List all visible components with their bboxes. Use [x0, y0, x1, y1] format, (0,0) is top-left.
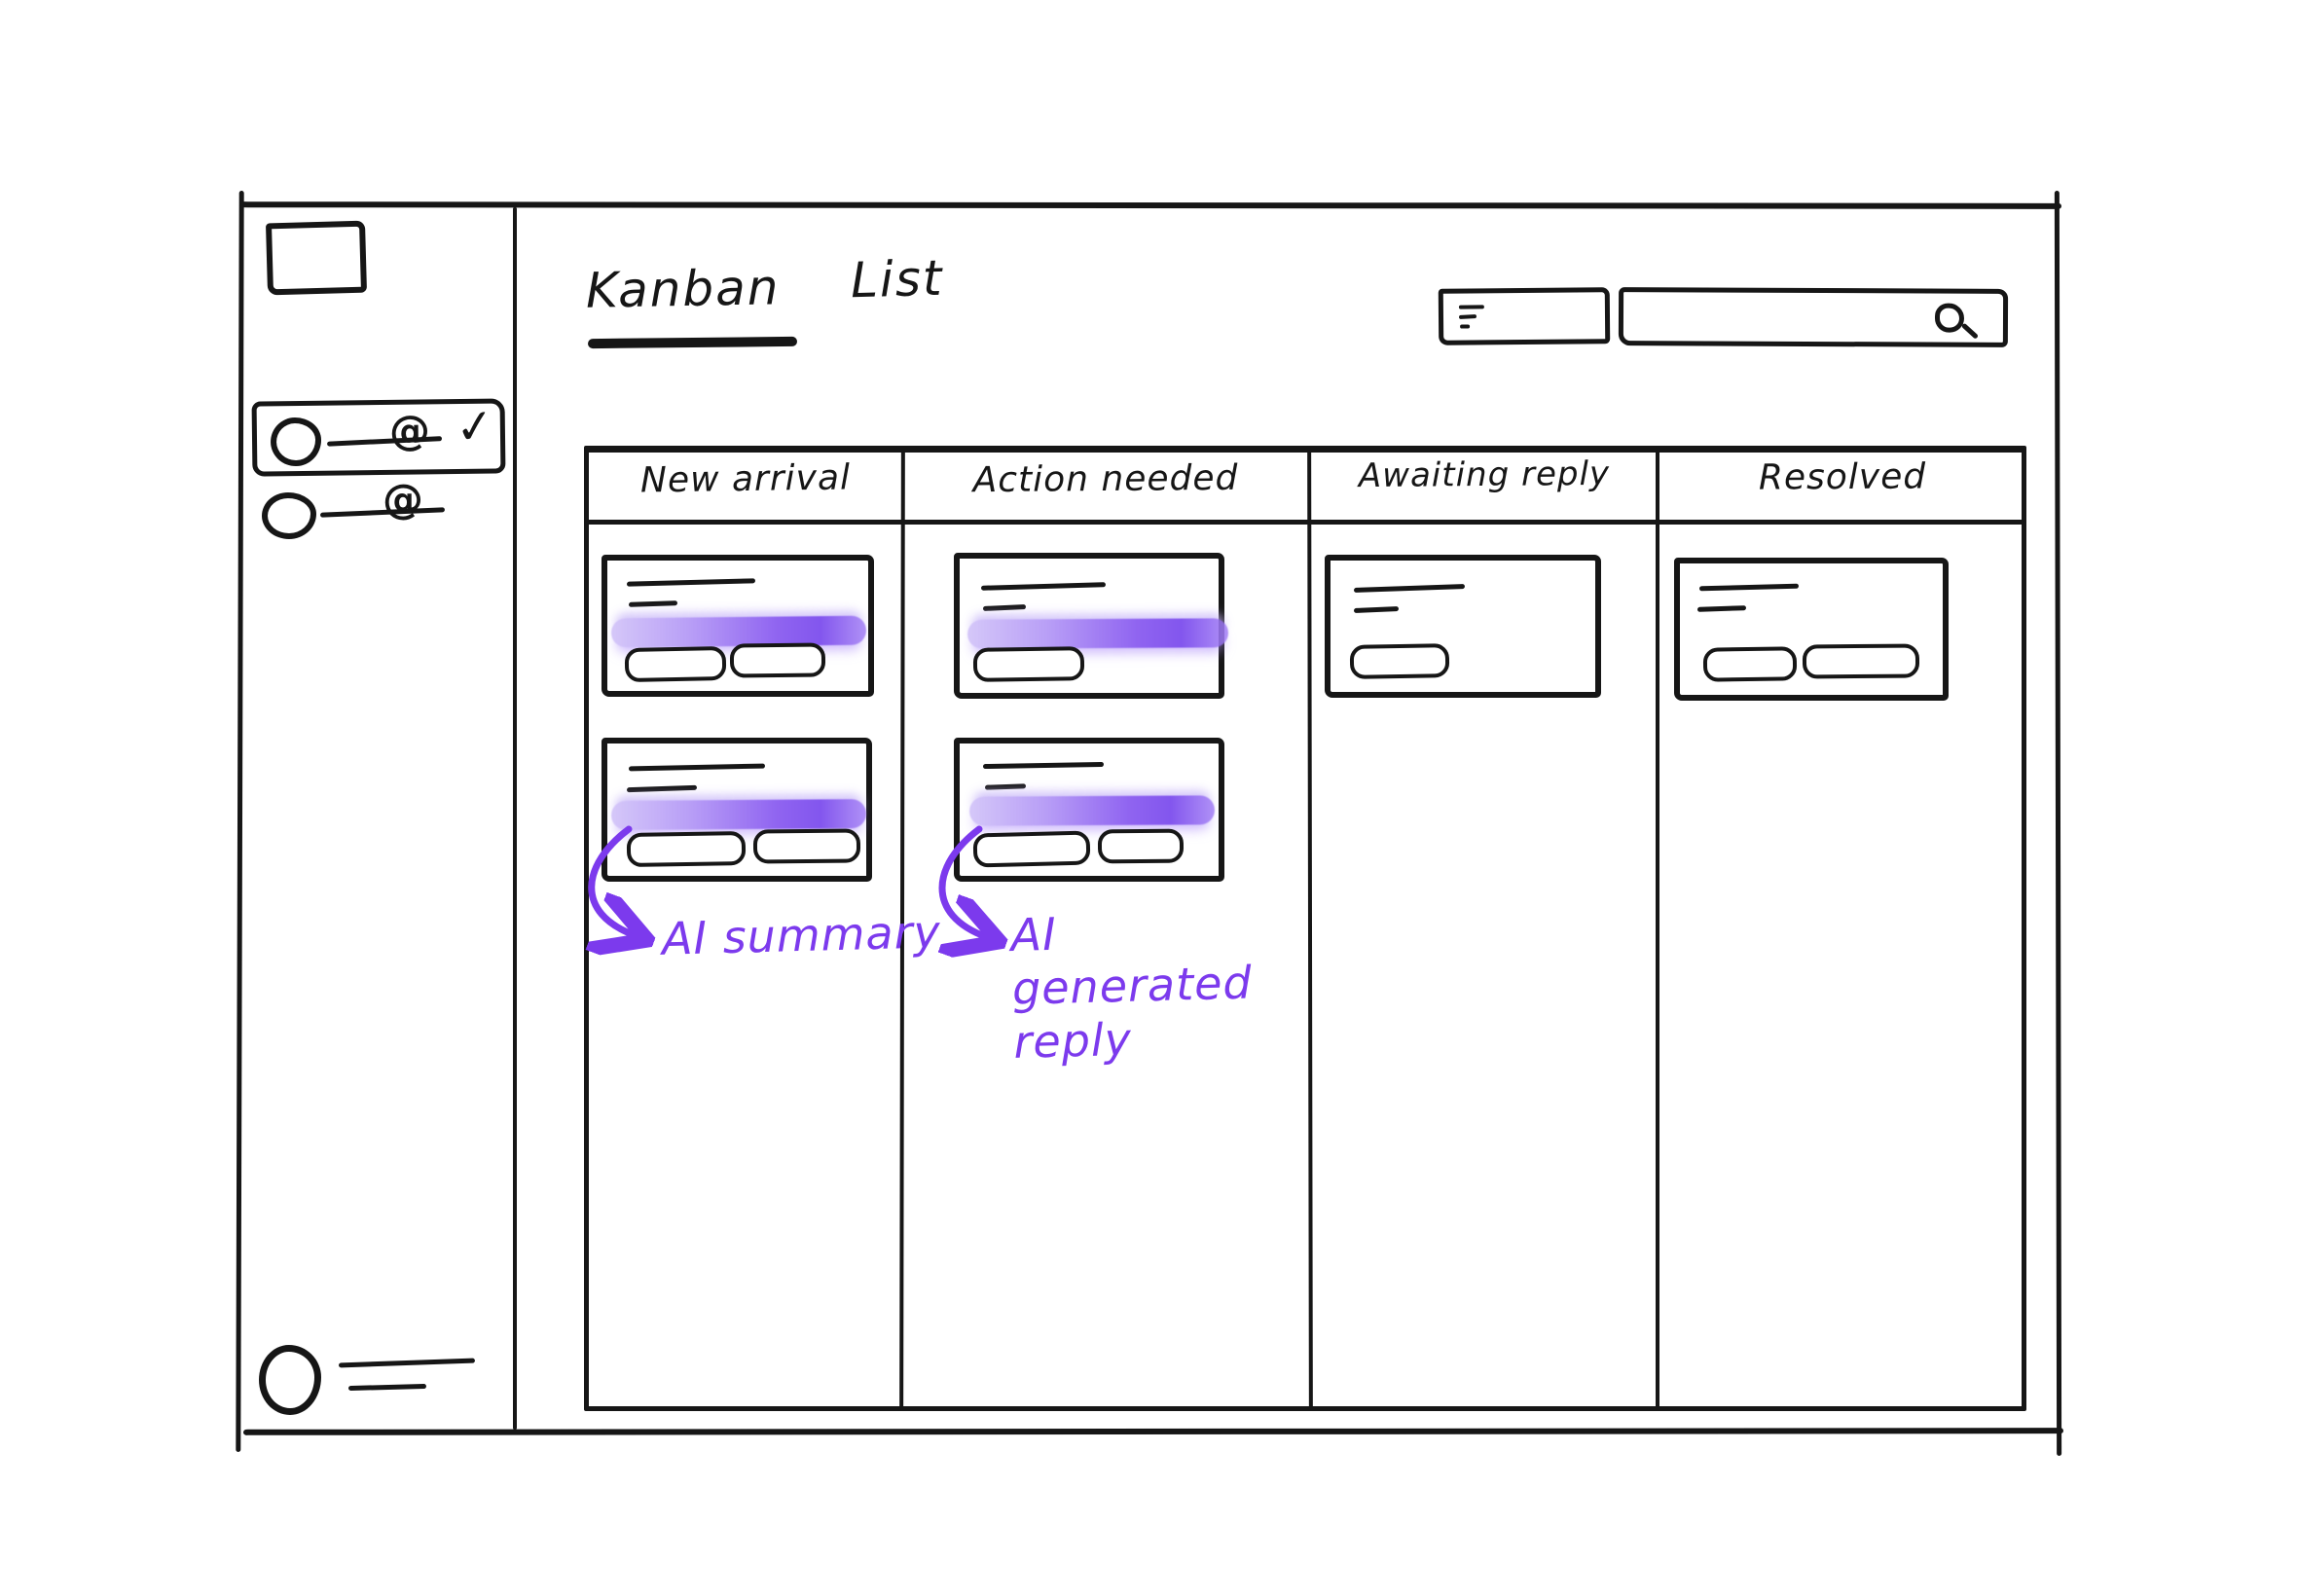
email-card-awaiting-reply-1[interactable] [1325, 555, 1601, 698]
card-text-line [1696, 605, 1747, 612]
tag-pill [752, 828, 861, 864]
column-header-action-needed: Action needed [972, 457, 1239, 501]
tag-pill [1702, 646, 1798, 682]
user-status-line [347, 1383, 427, 1392]
email-card-new-arrival-2[interactable] [602, 738, 872, 882]
column-divider [1656, 450, 1659, 1408]
column-header-resolved: Resolved [1758, 456, 1927, 498]
card-text-line [984, 783, 1027, 790]
card-title-line [1353, 584, 1466, 593]
search-input[interactable] [1618, 287, 2009, 347]
tag-pill [1097, 828, 1185, 864]
card-text-line [1353, 605, 1400, 614]
card-title-line [628, 763, 766, 772]
email-card-action-needed-1[interactable] [954, 553, 1229, 699]
ai-summary-highlight [610, 615, 867, 648]
card-text-line [626, 784, 698, 793]
card-title-line [980, 582, 1107, 591]
tag-pill [1802, 643, 1920, 679]
email-card-new-arrival-1[interactable] [602, 555, 874, 697]
user-avatar-icon [259, 1345, 321, 1415]
sidebar-item-mentions[interactable]: @ [252, 475, 505, 543]
tag-pill [1349, 643, 1450, 679]
active-tab-underline [587, 336, 798, 349]
annotation-ai-summary: AI summary [661, 905, 942, 965]
email-card-resolved-1[interactable] [1674, 558, 1949, 701]
sidebar-divider [513, 207, 517, 1430]
ai-summary-highlight [966, 618, 1229, 649]
user-name-line [338, 1358, 476, 1368]
email-card-action-needed-2[interactable] [954, 738, 1224, 882]
tag-pill [624, 645, 727, 683]
tag-pill [972, 830, 1091, 868]
sidebar-item-inbox-selected[interactable]: @ ✓ [251, 397, 506, 477]
ai-summary-highlight [610, 799, 867, 830]
card-title-line [982, 761, 1105, 770]
tag-pill [729, 642, 826, 678]
tab-list[interactable]: List [850, 249, 945, 309]
filter-button[interactable] [1438, 287, 1611, 345]
logo-placeholder[interactable] [265, 220, 368, 296]
board-header-separator [587, 520, 2024, 525]
annotation-ai-generated-reply: AI generated reply [1009, 907, 1254, 1070]
ai-reply-highlight [968, 795, 1216, 826]
avatar-circle-icon [270, 417, 322, 467]
avatar-circle-icon [262, 492, 316, 539]
user-profile[interactable] [255, 1341, 491, 1425]
check-icon: ✓ [452, 397, 498, 456]
column-header-awaiting-reply: Awaiting reply [1358, 453, 1611, 496]
window-frame-left [236, 190, 244, 1453]
magnifier-icon [1623, 292, 2003, 340]
column-header-new-arrival: New arrival [639, 457, 852, 501]
at-mention-icon: @ [388, 406, 431, 454]
card-text-line [982, 604, 1027, 611]
filter-lines-icon [1443, 292, 1605, 329]
tag-pill [972, 646, 1085, 682]
card-title-line [1698, 583, 1800, 592]
card-title-line [626, 578, 756, 587]
at-mention-icon: @ [383, 475, 423, 523]
tab-kanban[interactable]: Kanban [585, 259, 781, 319]
window-frame-right [2054, 190, 2062, 1457]
card-text-line [628, 600, 678, 607]
tag-pill [626, 830, 747, 868]
